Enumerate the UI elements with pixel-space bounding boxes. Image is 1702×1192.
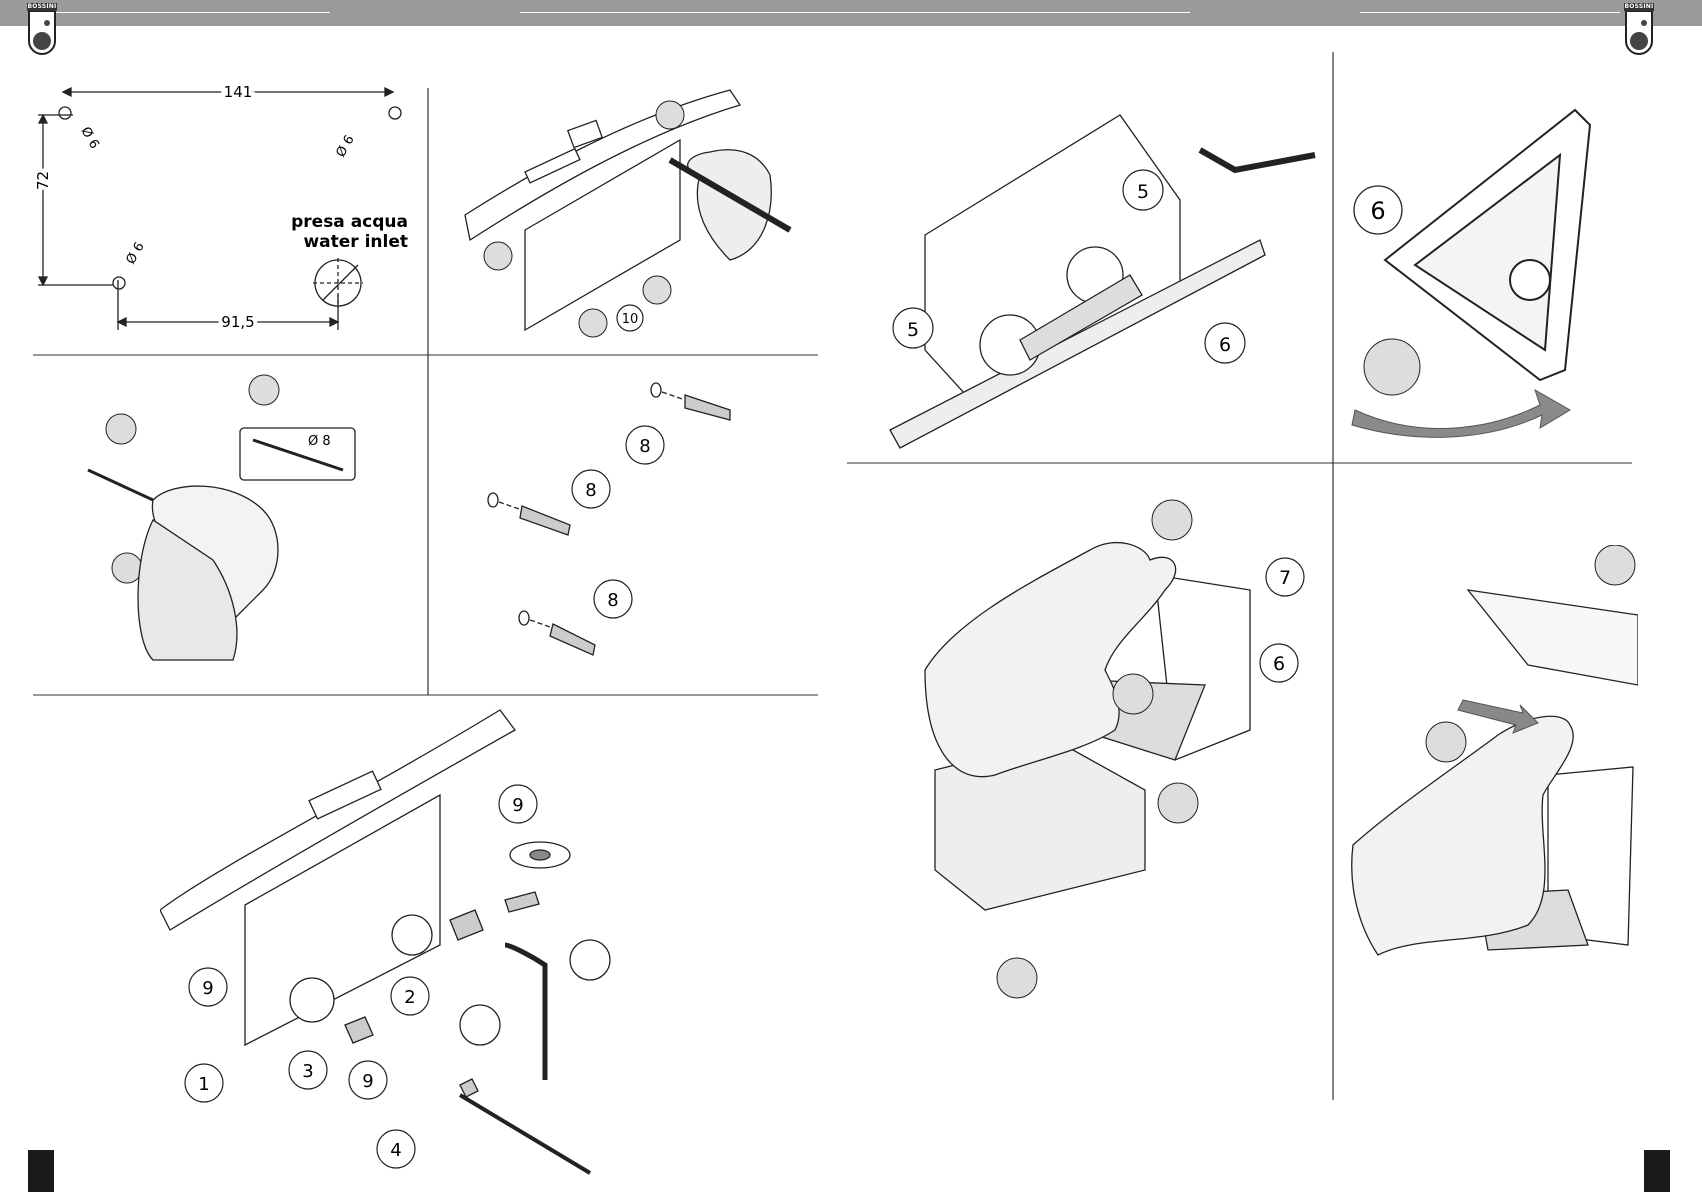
callout-6: 6	[1219, 334, 1231, 356]
inlet-label-it: presa acqua	[291, 212, 408, 232]
callout-8: 8	[607, 590, 618, 611]
panel-press	[1338, 545, 1638, 985]
inlet-label-en: water inlet	[303, 232, 408, 252]
press-arrow	[1458, 700, 1538, 733]
callout-10: 10	[622, 312, 639, 327]
callout-1: 1	[198, 1074, 209, 1095]
hand-with-pencil	[670, 150, 790, 260]
callout-3: 3	[302, 1061, 313, 1082]
panel-anchors: 8 8 8	[440, 360, 820, 690]
callout-9: 9	[202, 978, 213, 999]
panel-dimensions: 141 72 91,5 Ø 6 Ø 6 Ø 6 presa acqua wate…	[33, 80, 425, 352]
hole-diameter-label: Ø 6	[78, 125, 102, 152]
panel-drilling: Ø 8	[33, 360, 425, 690]
callout-8: 8	[585, 480, 596, 501]
callout-8: 8	[639, 436, 650, 457]
rotate-arrow	[1352, 390, 1570, 437]
panel-rotate: 6	[1340, 100, 1640, 440]
panel-cover: 7 6	[915, 490, 1315, 1030]
panel-marking: 10	[440, 80, 820, 352]
callout-7: 7	[1279, 567, 1291, 589]
hole-diameter-label: Ø 6	[123, 240, 147, 267]
callout-9: 9	[512, 795, 523, 816]
drill-bit-size: Ø 8	[308, 434, 331, 449]
height-dimension: 72	[34, 171, 52, 190]
callout-4: 4	[390, 1140, 401, 1161]
panel-screws: 5 5 6	[880, 110, 1320, 450]
panel-assembly: 9 9 9 2 1 3 4	[160, 705, 660, 1175]
width-dimension: 141	[224, 83, 253, 101]
callout-5: 5	[907, 319, 919, 341]
callout-9: 9	[362, 1071, 373, 1092]
drill-bit-box: Ø 8	[240, 428, 355, 480]
callout-2: 2	[404, 987, 415, 1008]
callout-6: 6	[1370, 197, 1385, 225]
hole-diameter-label: Ø 6	[333, 133, 357, 160]
callout-5: 5	[1137, 181, 1149, 203]
offset-dimension: 91,5	[221, 313, 254, 331]
callout-6: 6	[1273, 653, 1285, 675]
